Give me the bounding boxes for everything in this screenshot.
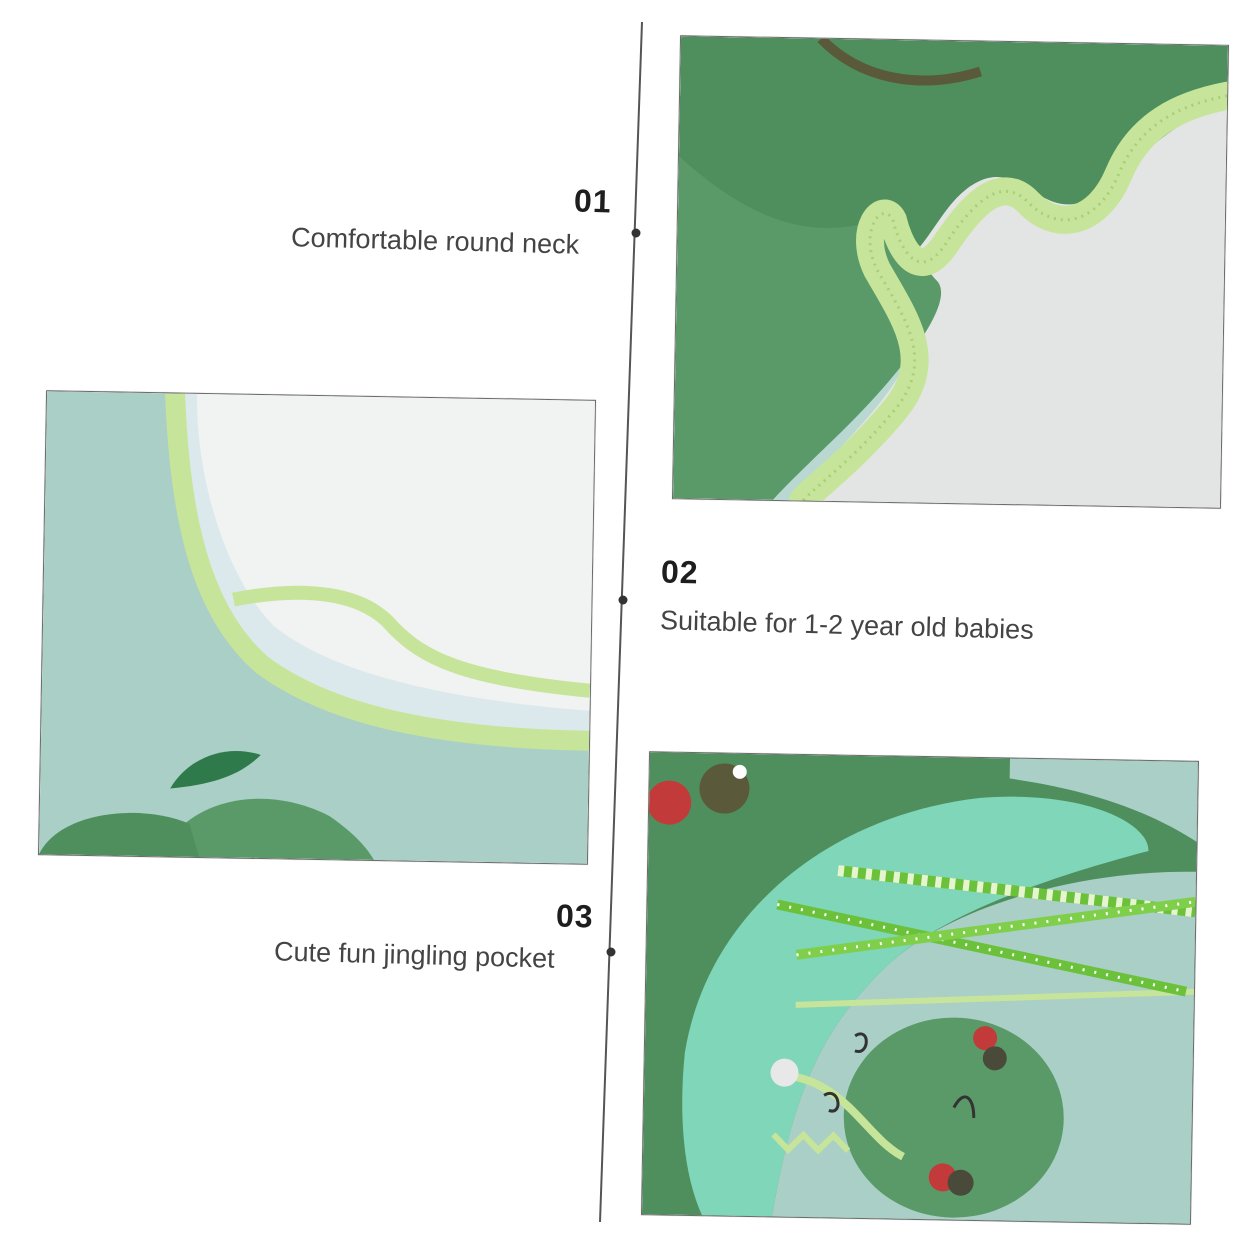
divider-dot-1 — [631, 228, 641, 238]
feature-2-text: Suitable for 1-2 year old babies — [659, 605, 1035, 645]
feature-1-number: 01 — [573, 182, 613, 220]
photo-inner-lining — [37, 390, 597, 865]
divider-dot-3 — [606, 947, 616, 957]
feature-2-number: 02 — [660, 553, 700, 591]
feature-3-number: 03 — [555, 897, 595, 935]
feature-1-text: Comfortable round neck — [290, 222, 580, 260]
feature-3-text: Cute fun jingling pocket — [273, 936, 556, 974]
photo-pocket — [640, 751, 1200, 1225]
divider-dot-2 — [618, 595, 628, 605]
photo-neck-closeup — [671, 35, 1230, 509]
